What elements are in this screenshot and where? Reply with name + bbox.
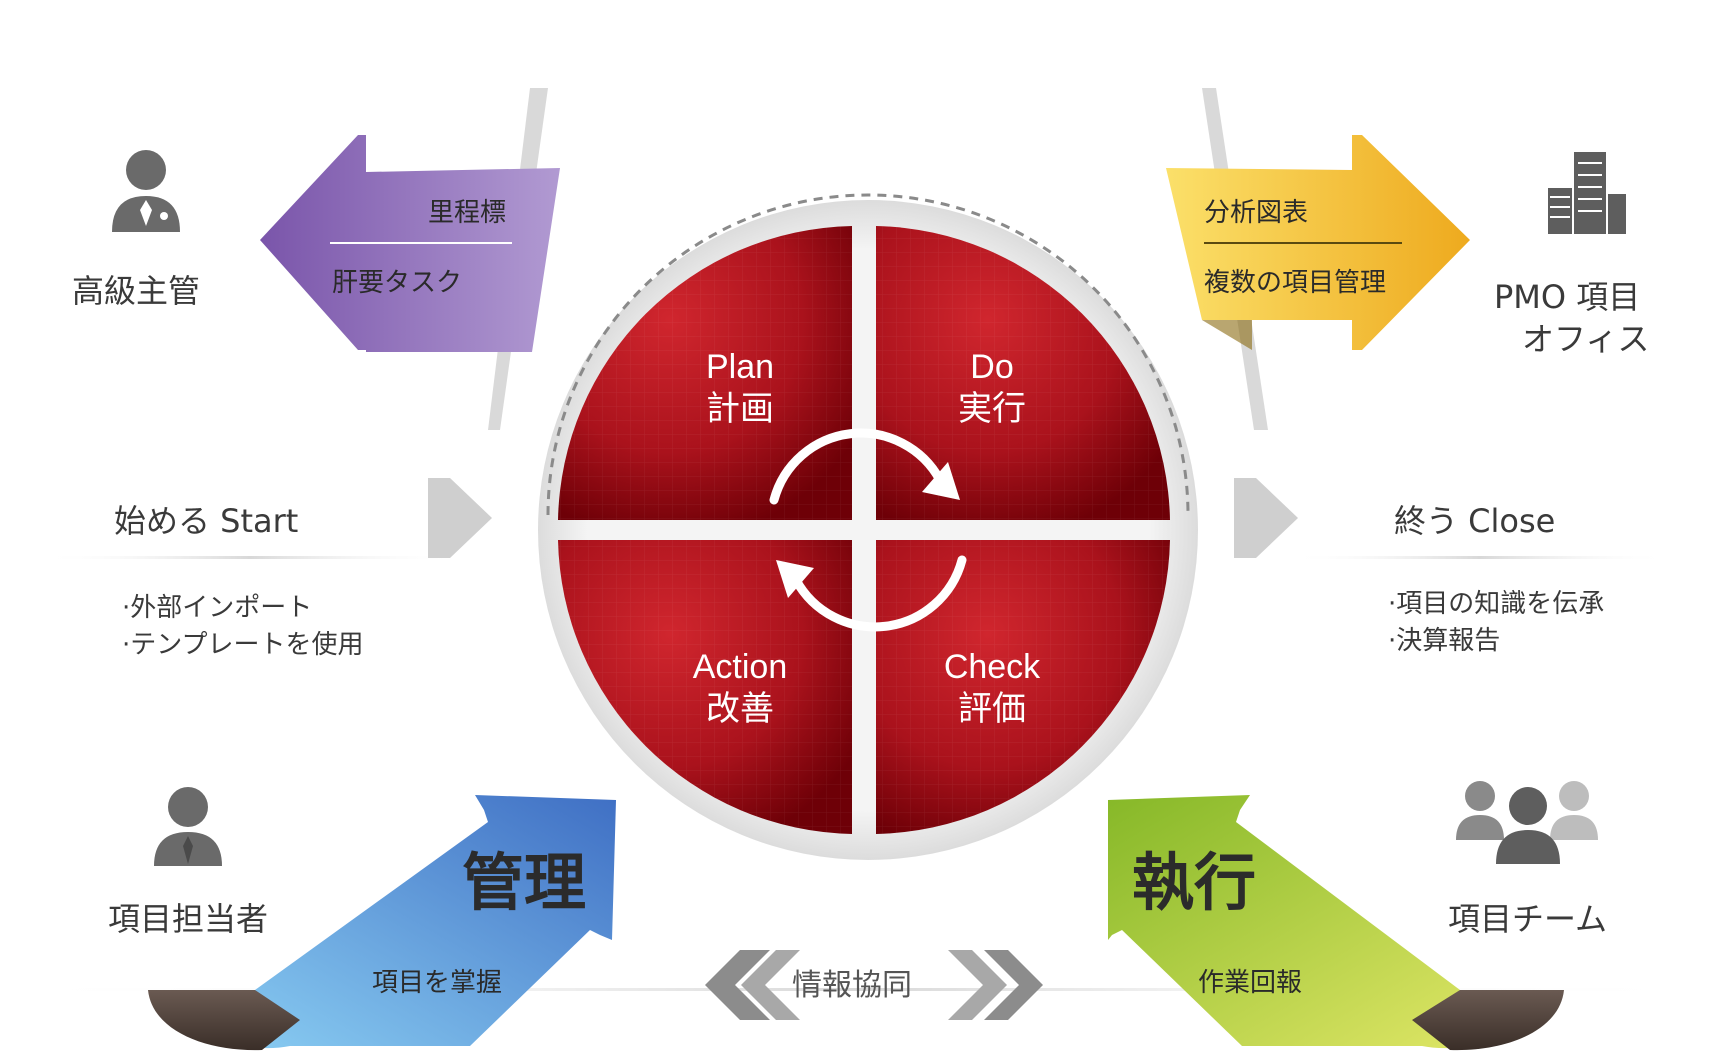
blue-arrow-subtitle: 項目を掌握 bbox=[372, 968, 503, 998]
cycle-quadrants bbox=[558, 226, 1170, 834]
cycle-dashed-arc bbox=[546, 193, 1190, 516]
do-ja: 実行 bbox=[958, 390, 1026, 428]
check-en: Check bbox=[943, 648, 1041, 686]
info-collaboration-label: 情報協同 bbox=[792, 968, 912, 1003]
start-item-2: ·テンプレートを使用 bbox=[122, 630, 364, 660]
blue-arrow-title: 管理 bbox=[462, 846, 587, 919]
cycle-arrows-icon bbox=[769, 428, 967, 632]
start-separator bbox=[40, 556, 460, 559]
plan-ja: 計画 bbox=[706, 390, 774, 428]
check-label: Check 評価 bbox=[922, 646, 1062, 730]
green-arrow-fold bbox=[1412, 990, 1564, 1051]
green-arrow bbox=[1108, 795, 1542, 1049]
pmo-label-line2: オフィス bbox=[1522, 320, 1650, 358]
close-separator bbox=[1290, 556, 1670, 559]
close-chevron-icon bbox=[1234, 478, 1298, 558]
close-item-1: ·項目の知識を伝承 bbox=[1388, 589, 1605, 619]
action-label: Action 改善 bbox=[670, 646, 810, 730]
action-ja: 改善 bbox=[706, 690, 774, 728]
start-chevron-icon bbox=[428, 478, 492, 558]
right-double-chevron-icon bbox=[948, 950, 1043, 1020]
do-en: Do bbox=[970, 348, 1014, 386]
person-icon bbox=[154, 787, 222, 866]
pmo-label-line1: PMO 項目 bbox=[1494, 278, 1641, 316]
green-arrow-title: 執行 bbox=[1132, 846, 1257, 919]
manager-label: 項目担当者 bbox=[108, 900, 269, 938]
yellow-arrow-line1: 分析図表 bbox=[1204, 198, 1309, 228]
executive-label: 高級主管 bbox=[72, 272, 201, 310]
executive-person-icon bbox=[112, 150, 180, 232]
close-title: 終う Close bbox=[1394, 502, 1556, 540]
plan-label: Plan 計画 bbox=[680, 346, 800, 430]
blue-arrow bbox=[170, 795, 616, 1049]
bottom-separator bbox=[0, 988, 1712, 991]
cycle-halo bbox=[538, 200, 1198, 860]
team-label: 項目チーム bbox=[1448, 900, 1608, 938]
purple-arrow-line2: 肝要タスク bbox=[332, 268, 463, 298]
team-icon bbox=[1456, 781, 1598, 864]
left-double-chevron-icon bbox=[705, 950, 800, 1020]
green-arrow-subtitle: 作業回報 bbox=[1198, 968, 1303, 998]
do-label: Do 実行 bbox=[932, 346, 1052, 430]
start-title: 始める Start bbox=[114, 502, 299, 540]
check-ja: 評価 bbox=[958, 690, 1026, 728]
building-icon bbox=[1548, 152, 1626, 234]
plan-en: Plan bbox=[705, 348, 775, 386]
close-item-2: ·決算報告 bbox=[1388, 626, 1501, 656]
blue-arrow-fold bbox=[148, 990, 300, 1051]
purple-arrow-line1: 里程標 bbox=[428, 198, 507, 228]
action-en: Action bbox=[692, 648, 788, 686]
yellow-arrow-line2: 複数の項目管理 bbox=[1204, 268, 1387, 298]
start-item-1: ·外部インポート bbox=[122, 593, 313, 623]
